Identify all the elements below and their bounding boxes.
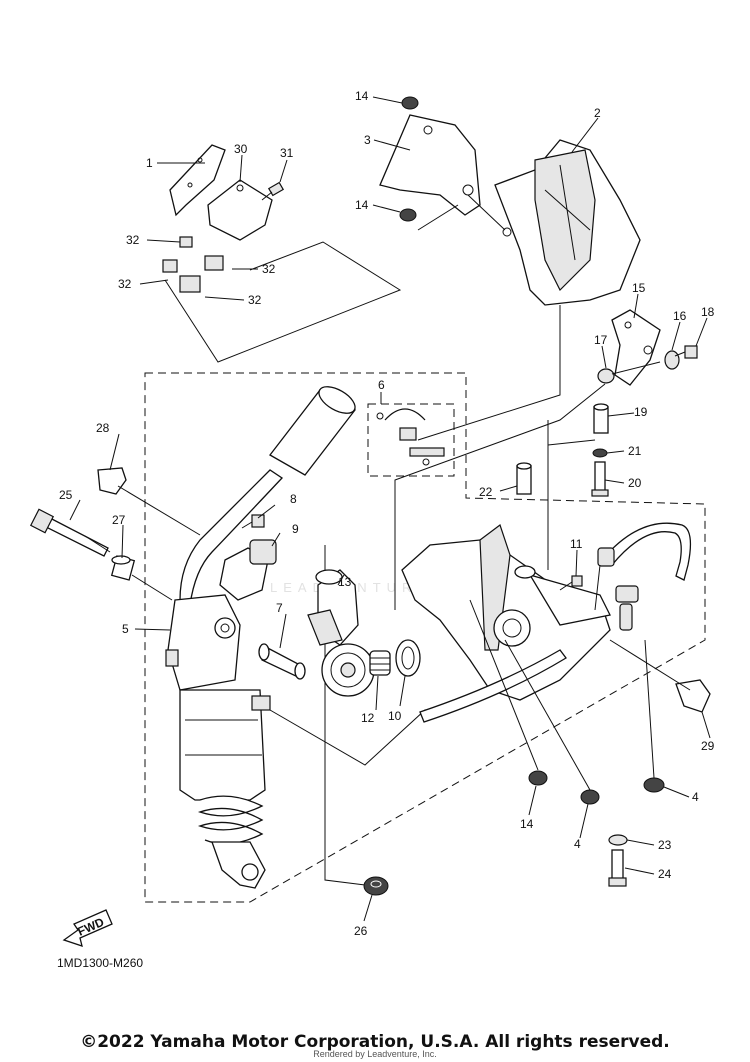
callout-26: 26: [354, 924, 368, 938]
part-7-collar: [258, 643, 306, 680]
callout-18: 18: [701, 305, 715, 319]
callout-13: 13: [338, 575, 352, 589]
callout-15: 15: [632, 281, 646, 295]
part-8-bolt: [241, 514, 265, 529]
callout-leaders: [69, 96, 711, 922]
link-line: [269, 709, 431, 766]
part-20-bolt: [591, 461, 609, 497]
link-line: [117, 485, 201, 536]
link-line: [609, 639, 691, 691]
part-14-nut-mid: [399, 208, 417, 222]
part-6-clamp: [376, 408, 445, 466]
part-13-gear-housing: [321, 643, 375, 697]
link-line: [611, 361, 661, 375]
part-31-bolt: [261, 181, 285, 201]
part-32-clips: [162, 236, 224, 293]
part-12-gear: [369, 650, 391, 676]
callout-17: 17: [594, 333, 608, 347]
callout-25: 25: [59, 488, 73, 502]
part-26-nut: [363, 876, 389, 896]
callout-19: 19: [634, 405, 648, 419]
part-18-bolt: [674, 345, 698, 359]
callout-14: 14: [355, 89, 369, 103]
callout-10: 10: [388, 709, 402, 723]
callout-21: 21: [628, 444, 642, 458]
callout-28: 28: [96, 421, 110, 435]
fwd-arrow-icon: FWD: [62, 909, 113, 947]
link-line: [164, 241, 402, 363]
part-24-bolt: [608, 849, 627, 887]
part-17-collar: [597, 368, 615, 384]
callout-11: 11: [570, 537, 583, 551]
callout-32: 32: [248, 293, 262, 307]
callout-9: 9: [292, 522, 299, 536]
callout-7: 7: [276, 601, 283, 615]
part-16-bushing: [664, 350, 680, 370]
rendered-by-notice: Rendered by Leadventure, Inc.: [313, 1049, 437, 1059]
callout-31: 31: [280, 146, 294, 160]
part-3-mount-bracket: [379, 114, 481, 216]
callout-3: 3: [364, 133, 371, 147]
callout-2: 2: [594, 106, 601, 120]
main-bracket-assembly: [401, 524, 611, 701]
part-29-clip: [675, 679, 711, 713]
link-line: [131, 574, 173, 601]
callout-23: 23: [658, 838, 672, 852]
link-line: [469, 599, 539, 771]
link-line: [547, 439, 596, 446]
part-30-cover: [207, 179, 273, 241]
link-line: [504, 639, 591, 791]
callout-4: 4: [574, 837, 581, 851]
hose-assembly: [419, 522, 692, 723]
part-14-nut-top: [401, 96, 419, 110]
part-13-motor: [307, 569, 359, 646]
fwd-label: FWD: [75, 915, 106, 939]
copyright-notice: ©2022 Yamaha Motor Corporation, U.S.A. A…: [80, 1032, 670, 1052]
diagram-code: 1MD1300-M260: [57, 956, 144, 970]
callout-27: 27: [112, 513, 126, 527]
part-2-fender: [494, 139, 641, 306]
link-line: [467, 194, 506, 231]
part-4-nut-lower: [580, 789, 600, 805]
part-22-collar: [516, 462, 532, 495]
callout-30: 30: [234, 142, 248, 156]
link-line: [417, 204, 459, 231]
part-23-washer: [608, 834, 628, 846]
part-11-bolt: [559, 575, 583, 591]
part-10-seal: [395, 639, 421, 677]
subassembly-box-6: [367, 403, 455, 477]
callout-5: 5: [122, 622, 129, 636]
callout-20: 20: [628, 476, 642, 490]
callout-32: 32: [126, 233, 140, 247]
part-27-collar: [110, 555, 136, 581]
callout-4: 4: [692, 790, 699, 804]
callout-22: 22: [479, 485, 493, 499]
link-line: [394, 383, 606, 610]
part-5-shock-absorber: [165, 386, 356, 889]
part-14-nut-lower: [528, 770, 548, 786]
part-28-clip: [97, 467, 127, 495]
part-15-bracket: [611, 309, 661, 386]
callout-12: 12: [361, 711, 375, 725]
assembly-boundary: [144, 372, 706, 903]
callout-6: 6: [378, 378, 385, 392]
callout-8: 8: [290, 492, 297, 506]
part-25-long-bolt: [29, 508, 111, 557]
part-19-collar: [593, 403, 609, 434]
callout-24: 24: [658, 867, 672, 881]
callout-29: 29: [701, 739, 715, 753]
part-9-sensor: [219, 539, 277, 601]
part-21-washer: [592, 448, 608, 458]
part-1-bracket: [169, 144, 226, 217]
part-4-bolt-right: [643, 777, 665, 793]
callout-32: 32: [262, 262, 276, 276]
callout-14: 14: [355, 198, 369, 212]
link-line: [417, 305, 561, 441]
callout-1: 1: [146, 156, 153, 170]
callout-16: 16: [673, 309, 687, 323]
callout-14: 14: [520, 817, 534, 831]
link-line: [644, 639, 655, 779]
callout-32: 32: [118, 277, 132, 291]
